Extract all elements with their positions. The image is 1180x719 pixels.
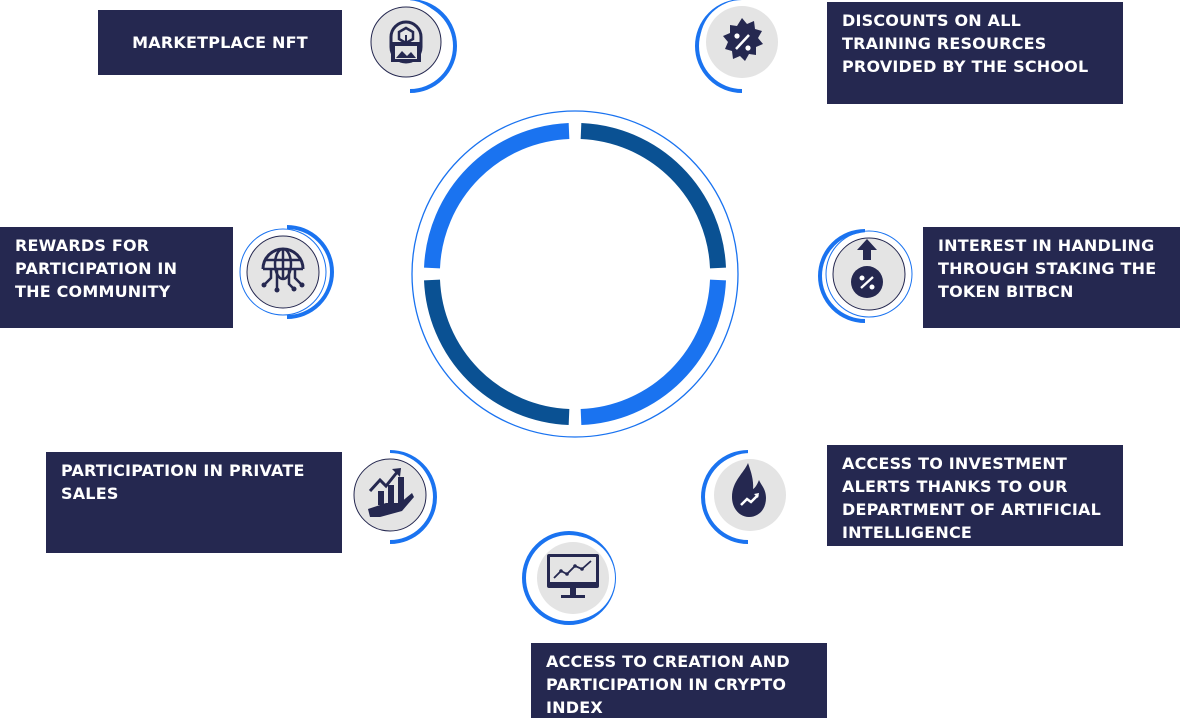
benefit-label: DISCOUNTS ON ALL TRAINING RESOURCES PROV… — [842, 11, 1089, 76]
benefit-private-sales: PARTICIPATION IN PRIVATE SALES — [46, 452, 342, 553]
benefit-label: ACCESS TO CREATION AND PARTICIPATION IN … — [546, 652, 790, 717]
center-ring — [411, 110, 739, 438]
globe-network-icon — [237, 222, 337, 322]
benefit-label: MARKETPLACE NFT — [132, 33, 308, 52]
ring-segment-bottom-right — [580, 279, 726, 425]
benefit-rewards: REWARDS FOR PARTICIPATION IN THE COMMUNI… — [0, 227, 233, 328]
benefit-label: PARTICIPATION IN PRIVATE SALES — [61, 461, 305, 503]
ring-segment-bottom-left — [424, 279, 570, 425]
benefit-discounts: DISCOUNTS ON ALL TRAINING RESOURCES PROV… — [827, 2, 1123, 104]
ring-segment-top-left — [424, 123, 570, 269]
benefit-alerts: ACCESS TO INVESTMENT ALERTS THANKS TO OU… — [827, 445, 1123, 546]
interest-growth-icon — [815, 226, 915, 326]
benefit-crypto-index: ACCESS TO CREATION AND PARTICIPATION IN … — [531, 643, 827, 718]
benefit-label: ACCESS TO INVESTMENT ALERTS THANKS TO OU… — [842, 454, 1102, 542]
flame-trend-icon — [698, 447, 798, 547]
nft-frame-icon — [360, 0, 460, 96]
growth-hand-icon — [340, 447, 440, 547]
benefit-marketplace-nft: MARKETPLACE NFT — [98, 10, 342, 75]
benefit-label: INTEREST IN HANDLING THROUGH STAKING THE… — [938, 236, 1157, 301]
ring-segment-top-right — [580, 123, 726, 269]
benefit-label: REWARDS FOR PARTICIPATION IN THE COMMUNI… — [15, 236, 178, 301]
discount-badge-icon — [692, 0, 792, 96]
chart-monitor-icon — [519, 528, 619, 628]
benefit-interest: INTEREST IN HANDLING THROUGH STAKING THE… — [923, 227, 1180, 328]
